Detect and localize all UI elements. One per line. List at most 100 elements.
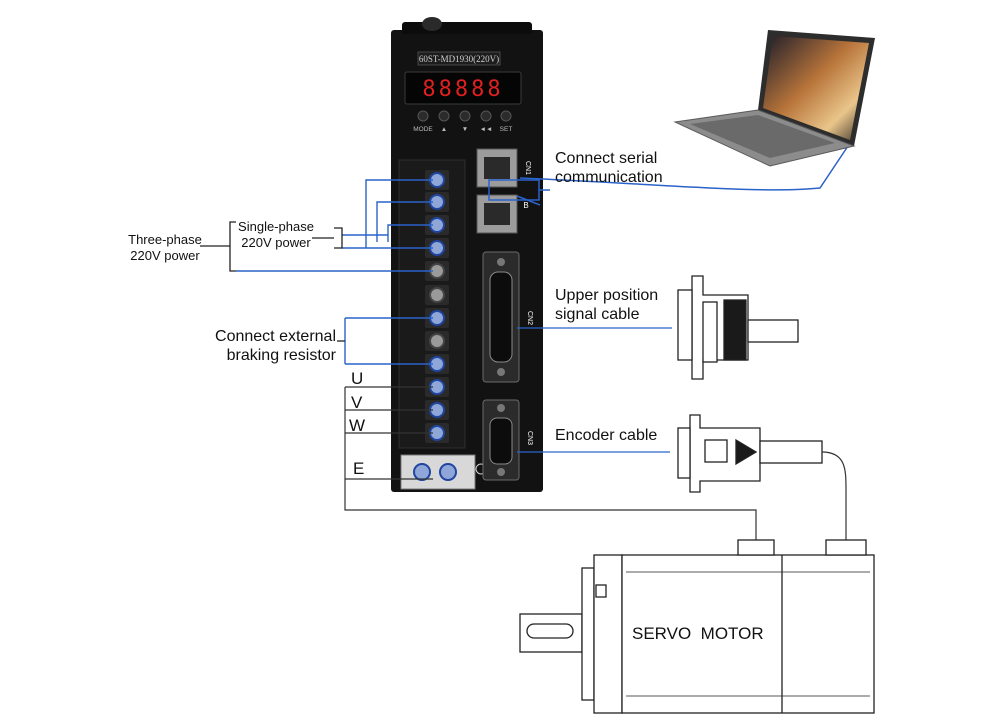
- single-phase-line-1: Single-phase: [238, 219, 314, 234]
- keypad: [417, 110, 512, 122]
- cn2-screw-top: [497, 258, 505, 266]
- cable-leaders: [517, 327, 672, 453]
- key-mode-label: MODE: [413, 126, 433, 133]
- motor-flange-hole: [595, 584, 607, 598]
- ground-screw-1: [413, 463, 431, 481]
- cn2-label: CN2: [526, 311, 533, 325]
- wire-l3: [387, 224, 433, 242]
- three-phase-line-1: Three-phase: [128, 232, 202, 247]
- servo-drive: 60ST-MD1930(220V) 88888 MODE ▲ ▼ ◄◄ SET …: [391, 17, 543, 492]
- motor-encoder-connector: [825, 539, 867, 556]
- db15-plug-icon: [677, 414, 823, 493]
- screw-6: [425, 285, 449, 305]
- single-phase-line-2: 220V power: [241, 235, 311, 250]
- key-up[interactable]: [438, 110, 450, 122]
- braking-line-1: Connect external: [215, 328, 336, 345]
- drive-top-hook: [422, 17, 442, 31]
- phase-w-label: W: [349, 416, 366, 435]
- three-phase-label: Three-phase 220V power: [115, 232, 215, 264]
- db15-front: [677, 427, 691, 479]
- key-left-label: ◄◄: [480, 126, 493, 133]
- db25-body-panel: [702, 301, 718, 363]
- braking-line-2: braking resistor: [226, 347, 336, 364]
- serial-wiring: [488, 145, 849, 206]
- terminal-screws: [425, 170, 449, 443]
- phase-v-label: V: [351, 393, 363, 412]
- servo-motor-label: SERVO MOTOR: [632, 624, 764, 643]
- wire-l1: [365, 179, 433, 242]
- cn3-screw-bottom: [497, 468, 505, 476]
- screw-7: [425, 308, 449, 328]
- wire-l2: [376, 201, 433, 242]
- screw-5: [425, 261, 449, 281]
- laptop-keyboard: [690, 115, 835, 158]
- db25-cable: [747, 319, 799, 343]
- serial-communication-label: Connect serial communication: [555, 149, 663, 187]
- key-set-label: SET: [500, 126, 513, 133]
- led-display: [404, 71, 522, 105]
- upper-position-label: Upper position signal cable: [555, 286, 658, 324]
- motor-wiring: [344, 386, 757, 540]
- serial-plug-line: [516, 195, 541, 206]
- single-phase-bracket: [334, 227, 343, 249]
- screw-8: [425, 331, 449, 351]
- laptop-icon: [673, 30, 875, 167]
- db15-arrow: [735, 438, 758, 466]
- key-up-label: ▲: [441, 126, 447, 133]
- upper-line-2: signal cable: [555, 306, 640, 323]
- key-mode[interactable]: [417, 110, 429, 122]
- db25-grip: [723, 299, 747, 361]
- key-down-label: ▼: [462, 126, 468, 133]
- cn1-port-a-socket: [484, 157, 510, 179]
- cn2-pin-field: [489, 271, 513, 363]
- braking-resistor-label: Connect external braking resistor: [212, 327, 336, 365]
- phase-u-label: U: [351, 369, 364, 388]
- motor-pilot: [581, 567, 595, 701]
- power-wiring: [236, 179, 433, 365]
- cn3-screw-top: [497, 404, 505, 412]
- serial-line-2: communication: [555, 169, 663, 186]
- model-plate: [417, 51, 501, 66]
- drive-model-label: 60ST-MD1930(220V): [419, 54, 499, 64]
- motor-shaft-keyway: [526, 623, 574, 639]
- drive-top-cap: [402, 22, 532, 34]
- wire-to-motor-power: [344, 387, 757, 540]
- motor-flange: [593, 554, 623, 714]
- screw-9: [425, 354, 449, 374]
- single-phase-label: Single-phase 220V power: [226, 219, 326, 251]
- serial-line-1: Connect serial: [555, 150, 658, 167]
- key-down[interactable]: [459, 110, 471, 122]
- encoder-cable-label: Encoder cable: [555, 427, 658, 444]
- encoder-cable-to-motor: [821, 451, 847, 540]
- led-readout: 88888: [422, 77, 503, 102]
- cn1-port-b-socket: [484, 203, 510, 225]
- servo-motor: [519, 539, 875, 714]
- cn2-screw-bottom: [497, 368, 505, 376]
- db15-window: [704, 439, 728, 463]
- ground-terminal: [400, 454, 476, 490]
- motor-body: [621, 554, 875, 714]
- cn3-label: CN3: [526, 431, 533, 445]
- cn1-label: CN1: [524, 161, 531, 175]
- key-left[interactable]: [480, 110, 492, 122]
- screw-2: [425, 192, 449, 212]
- motor-edges: [626, 571, 870, 697]
- phase-e-label: E: [353, 459, 365, 478]
- upper-line-1: Upper position: [555, 287, 659, 304]
- wire-single-phase: [342, 234, 433, 249]
- screw-4: [425, 238, 449, 258]
- ground-screw-2: [439, 463, 457, 481]
- key-set[interactable]: [500, 110, 512, 122]
- motor-power-connector: [737, 539, 775, 556]
- cn1b-label: B: [523, 201, 528, 210]
- three-phase-line-2: 220V power: [130, 248, 200, 263]
- laptop-screen: [763, 36, 869, 140]
- db25-plug-icon: [677, 275, 799, 380]
- screw-3: [425, 215, 449, 235]
- cn3-pin-field: [489, 417, 513, 465]
- serial-cable: [519, 145, 849, 191]
- brackets: [200, 221, 345, 342]
- db15-cable: [759, 440, 823, 464]
